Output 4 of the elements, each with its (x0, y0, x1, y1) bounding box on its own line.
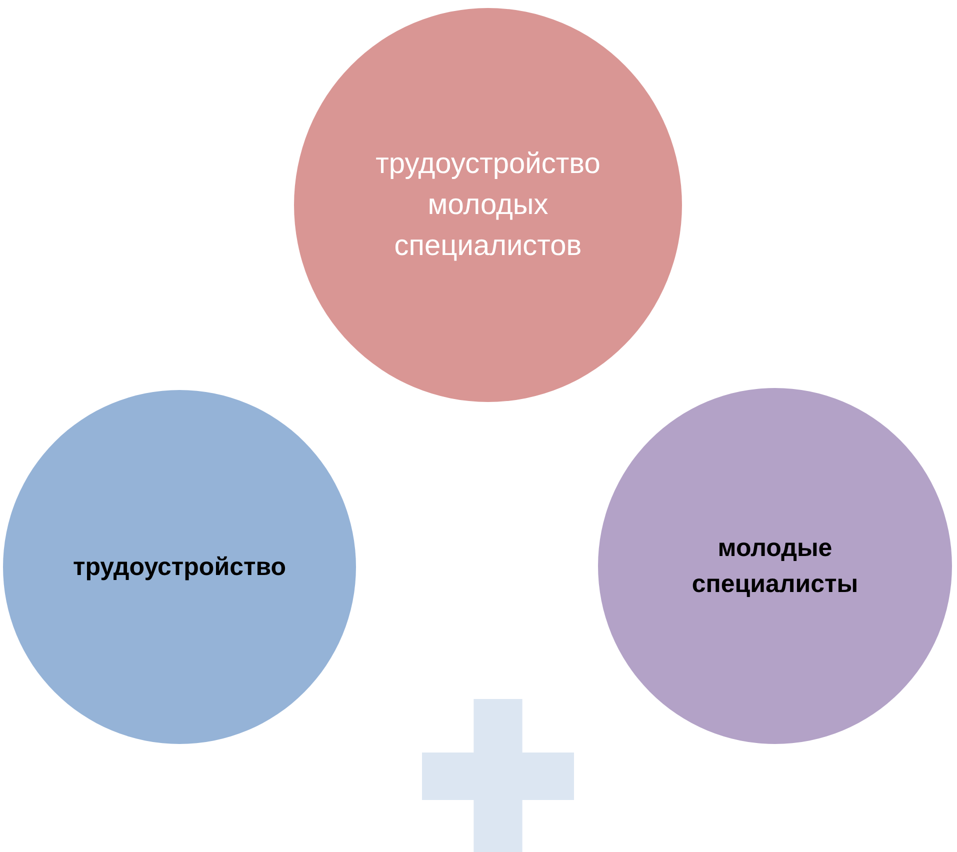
node-label: трудоустройство (72, 552, 288, 583)
plus-sign (422, 699, 574, 852)
node-label: молодые специалисты (690, 533, 860, 600)
node-label: трудоустройство молодых специалистов (374, 146, 602, 264)
